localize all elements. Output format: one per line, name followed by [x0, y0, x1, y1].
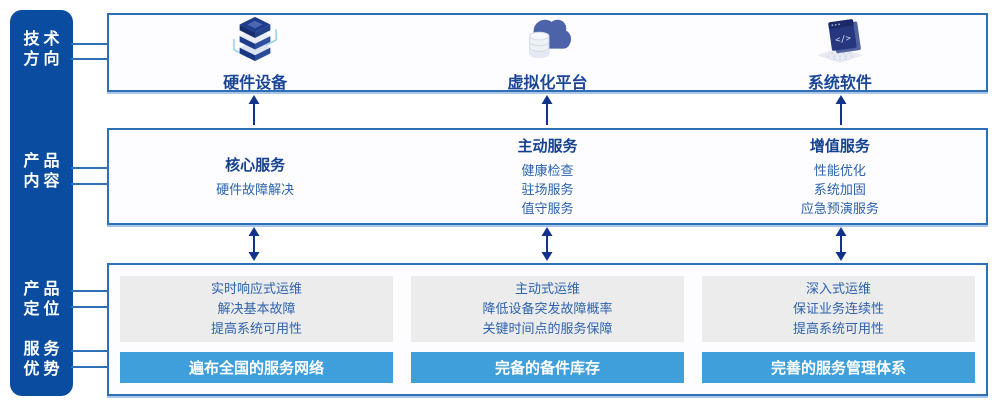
positioning-column-realtime: 实时响应式运维 解决基本故障 提高系统可用性 遍布全国的服务网络	[120, 276, 393, 383]
sidebar-label-line: 产品	[23, 281, 64, 298]
service-column-proactive: 主动服务 健康检查 驻场服务 值守服务	[401, 130, 693, 223]
sidebar-label-line: 定位	[23, 301, 64, 318]
service-column-title: 增值服务	[809, 138, 870, 155]
service-item: 驻场服务	[521, 182, 574, 197]
positioning-line: 主动式运维	[514, 281, 580, 296]
advantage-bar: 遍布全国的服务网络	[120, 352, 393, 383]
sidebar-label-product-content: 产品 内容	[10, 152, 73, 192]
sidebar-connector-line	[71, 350, 108, 352]
svg-text:</>: </>	[835, 33, 852, 45]
advantage-bar: 完备的备件库存	[411, 352, 684, 383]
tech-item-label: 硬件设备	[223, 74, 288, 92]
sidebar-label-line: 内容	[23, 173, 64, 190]
sidebar-label-line: 技术	[23, 31, 64, 48]
up-arrow-icon	[248, 95, 260, 125]
positioning-line: 实时响应式运维	[210, 281, 302, 296]
sidebar: 技术 方向 产品 内容 产品 定位 服务 优势	[10, 10, 73, 396]
double-arrow-icon	[541, 227, 553, 261]
service-column-core: 核心服务 硬件故障解决	[109, 130, 401, 223]
code-window-icon: </>	[811, 13, 869, 68]
advantage-bar: 完善的服务管理体系	[702, 352, 975, 383]
tech-item-virtualization: 虚拟化平台	[401, 13, 693, 92]
positioning-line: 提高系统可用性	[210, 321, 302, 336]
sidebar-connector-line	[71, 43, 108, 45]
double-arrow-icon	[248, 227, 260, 261]
positioning-line: 关键时间点的服务保障	[482, 321, 613, 336]
sidebar-label-service-advantage: 服务 优势	[10, 340, 73, 380]
positioning-line: 提高系统可用性	[792, 321, 884, 336]
product-content-box: 核心服务 硬件故障解决 主动服务 健康检查 驻场服务 值守服务 增值服务 性能优…	[107, 128, 988, 225]
service-item: 应急预演服务	[800, 201, 879, 216]
sidebar-label-line: 方向	[23, 51, 64, 68]
sidebar-label-product-positioning: 产品 定位	[10, 280, 73, 320]
positioning-panel: 实时响应式运维 解决基本故障 提高系统可用性	[120, 276, 393, 342]
tech-direction-box: 硬件设备 虚拟化平台	[107, 13, 988, 92]
service-item: 硬件故障解决	[216, 182, 295, 197]
sidebar-label-line: 优势	[23, 361, 64, 378]
service-column-title: 主动服务	[517, 138, 578, 155]
service-column-title: 核心服务	[225, 157, 286, 174]
tech-item-hardware: 硬件设备	[109, 13, 401, 92]
positioning-column-indepth: 深入式运维 保证业务连续性 提高系统可用性 完善的服务管理体系	[702, 276, 975, 383]
service-item: 值守服务	[521, 201, 574, 216]
positioning-panel: 深入式运维 保证业务连续性 提高系统可用性	[702, 276, 975, 342]
service-item: 健康检查	[521, 163, 574, 178]
positioning-panel: 主动式运维 降低设备突发故障概率 关键时间点的服务保障	[411, 276, 684, 342]
sidebar-label-line: 服务	[23, 341, 64, 358]
sidebar-connector-line	[71, 290, 108, 292]
service-column-value-added: 增值服务 性能优化 系统加固 应急预演服务	[694, 130, 986, 223]
positioning-column-proactive: 主动式运维 降低设备突发故障概率 关键时间点的服务保障 完备的备件库存	[411, 276, 684, 383]
product-positioning-box: 实时响应式运维 解决基本故障 提高系统可用性 遍布全国的服务网络 主动式运维 降…	[107, 263, 988, 396]
sidebar-connector-line	[71, 183, 108, 185]
up-arrow-icon	[541, 95, 553, 125]
sidebar-connector-line	[71, 306, 108, 308]
positioning-line: 深入式运维	[805, 281, 871, 296]
server-stack-icon	[226, 13, 284, 68]
sidebar-label-tech-direction: 技术 方向	[10, 30, 73, 70]
cloud-database-icon	[518, 13, 576, 68]
tech-item-label: 虚拟化平台	[507, 74, 588, 92]
up-arrow-icon	[835, 95, 847, 125]
service-item: 性能优化	[813, 163, 866, 178]
sidebar-connector-line	[71, 366, 108, 368]
positioning-line: 解决基本故障	[217, 301, 296, 316]
sidebar-connector-line	[71, 167, 108, 169]
tech-item-system-software: </> 系统软件	[694, 13, 986, 92]
sidebar-label-line: 产品	[23, 153, 64, 170]
double-arrow-icon	[835, 227, 847, 261]
positioning-line: 降低设备突发故障概率	[482, 301, 613, 316]
positioning-line: 保证业务连续性	[792, 301, 884, 316]
service-item: 系统加固	[813, 182, 866, 197]
sidebar-connector-line	[71, 58, 108, 60]
tech-item-label: 系统软件	[807, 74, 872, 92]
